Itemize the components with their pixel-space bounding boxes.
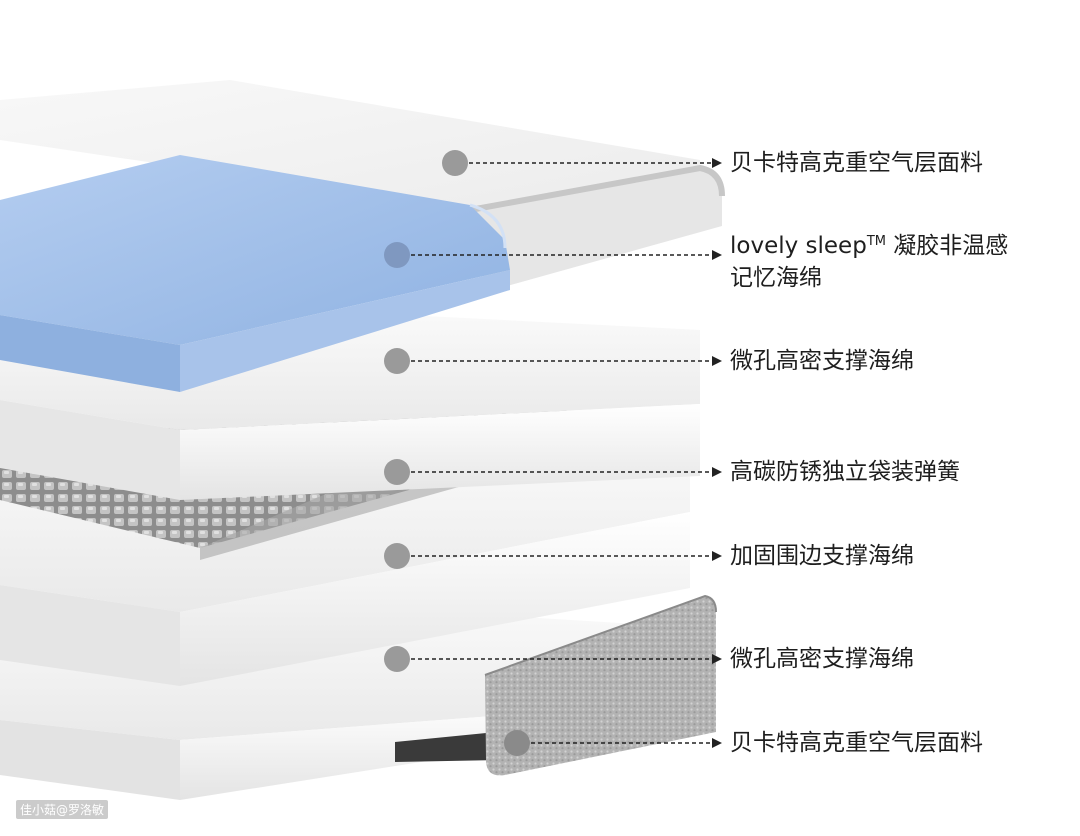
layer-label-gel-memory-foam: lovely sleepTM 凝胶非温感 记忆海绵 xyxy=(730,230,1008,294)
layer-label-top-fabric: 贝卡特高克重空气层面料 xyxy=(730,150,983,176)
layer-label-pocket-springs: 高碳防锈独立袋装弹簧 xyxy=(730,459,960,485)
layer-label-edge-support-foam: 加固围边支撑海绵 xyxy=(730,543,914,569)
trademark-mark: TM xyxy=(866,234,886,249)
layer-label-microporous-foam-upper: 微孔高密支撑海绵 xyxy=(730,348,914,374)
bottom-fabric-layer xyxy=(395,594,717,776)
layer-markers xyxy=(384,150,530,756)
watermark: 佳小菇@罗洛敏 xyxy=(16,800,109,819)
layer-label-bottom-fabric: 贝卡特高克重空气层面料 xyxy=(730,730,983,756)
leader-arrowheads xyxy=(712,158,722,748)
top-fabric-layer xyxy=(0,80,725,289)
gel-foam-desc-line2: 记忆海绵 xyxy=(730,265,822,291)
brand-name: lovely sleep xyxy=(730,233,867,259)
leader-lines xyxy=(397,162,712,744)
gel-memory-foam-layer xyxy=(0,155,510,392)
layer-label-microporous-foam-lower: 微孔高密支撑海绵 xyxy=(730,646,914,672)
gel-foam-desc: 凝胶非温感 xyxy=(885,233,1009,259)
